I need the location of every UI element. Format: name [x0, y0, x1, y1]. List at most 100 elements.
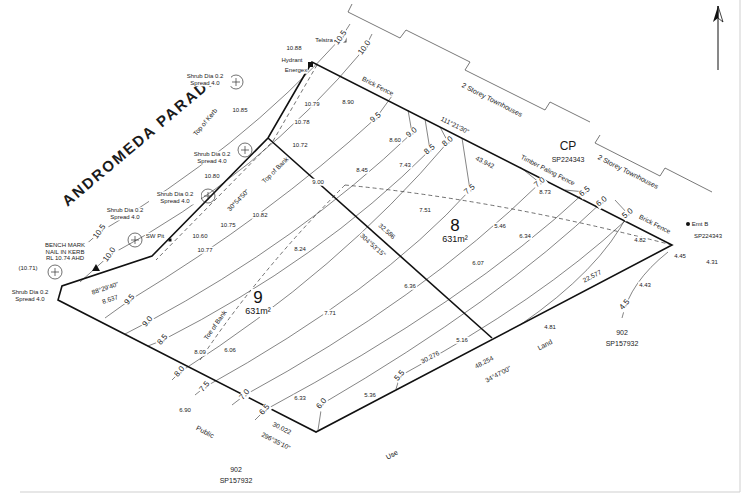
lot-area: 8631m²: [440, 217, 470, 246]
tree-note: Shrub Dia 0.2 Spread 4.0: [186, 151, 238, 164]
spot-height: 4.31: [705, 259, 719, 266]
contour-label: 7.5: [462, 182, 478, 197]
spot-height: 5.46: [493, 223, 507, 230]
lot-area-value: 631m²: [243, 307, 273, 317]
contour-line: [255, 190, 585, 420]
building-outline: [595, 135, 712, 192]
tree-mark: [131, 236, 139, 244]
contour-label: 10.0: [356, 38, 373, 57]
tree-symbol: [48, 265, 62, 279]
north-arrow-head: [713, 6, 718, 22]
contour-label: 8.5: [155, 332, 170, 348]
frame-line: [740, 0, 741, 492]
spot-height: 5.16: [455, 337, 469, 344]
bearing-distance: 34°47'00": [483, 364, 513, 384]
spot-height: 6.34: [518, 233, 532, 240]
contour-line: [232, 167, 540, 405]
tree-mark: [204, 192, 212, 200]
spot-height: 8.90: [341, 99, 355, 106]
contour-line: [318, 202, 602, 430]
spot-height: 10.75: [219, 222, 236, 229]
spot-height: 10.78: [293, 119, 310, 126]
tree-symbol: [229, 75, 243, 89]
spot-height: 6.90: [178, 407, 192, 414]
parcel-label: 902: [615, 329, 629, 337]
parcel-label: CP: [559, 140, 578, 153]
contour-label: 6.0: [594, 194, 610, 209]
feature-label: Brick Fence: [637, 213, 673, 236]
lot-area-value: 631m²: [440, 235, 470, 245]
spot-height: 5.36: [363, 392, 377, 399]
spot-height: 10.80: [203, 173, 220, 180]
bench-mark-note: BENCH MARK NAIL IN KERB RL 10.74 AHD: [41, 242, 89, 262]
sw-pit-symbol: [169, 239, 172, 242]
feature-label: 2 Storey Townhouses: [460, 81, 525, 119]
contour-label: 8.0: [440, 134, 456, 149]
toe-of-bank-line: [200, 185, 345, 360]
north-arrow-head: [718, 6, 723, 22]
parcel-label: Land: [535, 337, 554, 352]
bearing-distance: 111°21'30": [439, 114, 471, 135]
bearing-distance: 304°53'15": [358, 231, 388, 259]
bearing-distance: 8.637: [100, 293, 120, 306]
lot-divider: [268, 138, 492, 338]
contours: [66, 24, 668, 430]
contour-label: 6.5: [257, 402, 272, 418]
parcel-label: SP157932: [219, 477, 254, 485]
tree-note: Shrub Dia 0.2 Spread 4.0: [149, 191, 201, 204]
spot-height: 8.73: [538, 189, 552, 196]
parcel-label: Public: [194, 424, 216, 440]
spot-height: 8.45: [355, 167, 369, 174]
spot-height: 6.07: [471, 260, 485, 267]
contour-label: 8.5: [422, 142, 438, 157]
tree-note: Shrub Dia 0.2 Spread 4.0: [179, 73, 231, 86]
tree-note: Shrub Dia 0.2 Spread 4.0: [4, 289, 56, 302]
spot-height: 4.45: [673, 253, 687, 260]
parcel-label: SP224343: [693, 233, 723, 240]
feature-label: Top of Bank: [260, 155, 291, 186]
tree-symbol: [128, 233, 142, 247]
parcel-label: Emt B: [691, 221, 709, 228]
parcel-label: Use: [384, 448, 400, 462]
spot-height: 6.06: [223, 347, 237, 354]
utility-label: Telstra: [314, 37, 334, 44]
sheet-frame: [20, 0, 740, 492]
contour-line: [195, 138, 470, 395]
spot-height: 10.60: [191, 233, 208, 240]
spot-height: 7.71: [323, 310, 337, 317]
feature-label: Toe of Bank: [202, 308, 229, 342]
spot-height: 7.51: [418, 207, 432, 214]
contour-label: 4.5: [617, 297, 632, 313]
feature-label: 2 Storey Townhouses: [596, 153, 661, 191]
tree-symbol: [201, 189, 215, 203]
tree-note: Shrub Dia 0.2 Spread 4.0: [99, 207, 151, 220]
parcel-label: SP157932: [605, 340, 640, 348]
contour-label: 7.5: [197, 379, 212, 395]
lot-boundary: [58, 62, 672, 432]
contour-line: [66, 24, 350, 262]
contour-label: 9.0: [404, 125, 420, 140]
spot-height: 10.88: [285, 45, 302, 52]
spot-height: 4.43: [638, 282, 652, 289]
contour-label: 9.5: [368, 110, 384, 125]
lot-boundaries: [58, 62, 672, 432]
bearing-distance: 30°54'50": [225, 187, 251, 213]
spot-height: 6.36: [403, 283, 417, 290]
feature-label: Top of Kerb: [191, 106, 219, 138]
contour-label: 6.5: [577, 184, 593, 199]
contour-label: 10.5: [91, 222, 108, 241]
townhouse-outlines: [348, 4, 712, 192]
parcel-label: 902: [229, 466, 243, 474]
easement-mark: [686, 222, 690, 226]
spot-height: 10.72: [291, 142, 308, 149]
building-outline: [348, 4, 590, 122]
bench-mark-symbol: [92, 264, 100, 271]
contour-label: 10.5: [332, 28, 349, 47]
spot-height: 10.79: [303, 101, 320, 108]
contour-line: [148, 119, 430, 346]
frame-line: [20, 492, 740, 493]
parcel-label: SP224343: [551, 156, 586, 164]
tree-mark: [51, 268, 59, 276]
tree-symbol: [238, 143, 252, 157]
contour-label: 8.0: [172, 364, 187, 380]
